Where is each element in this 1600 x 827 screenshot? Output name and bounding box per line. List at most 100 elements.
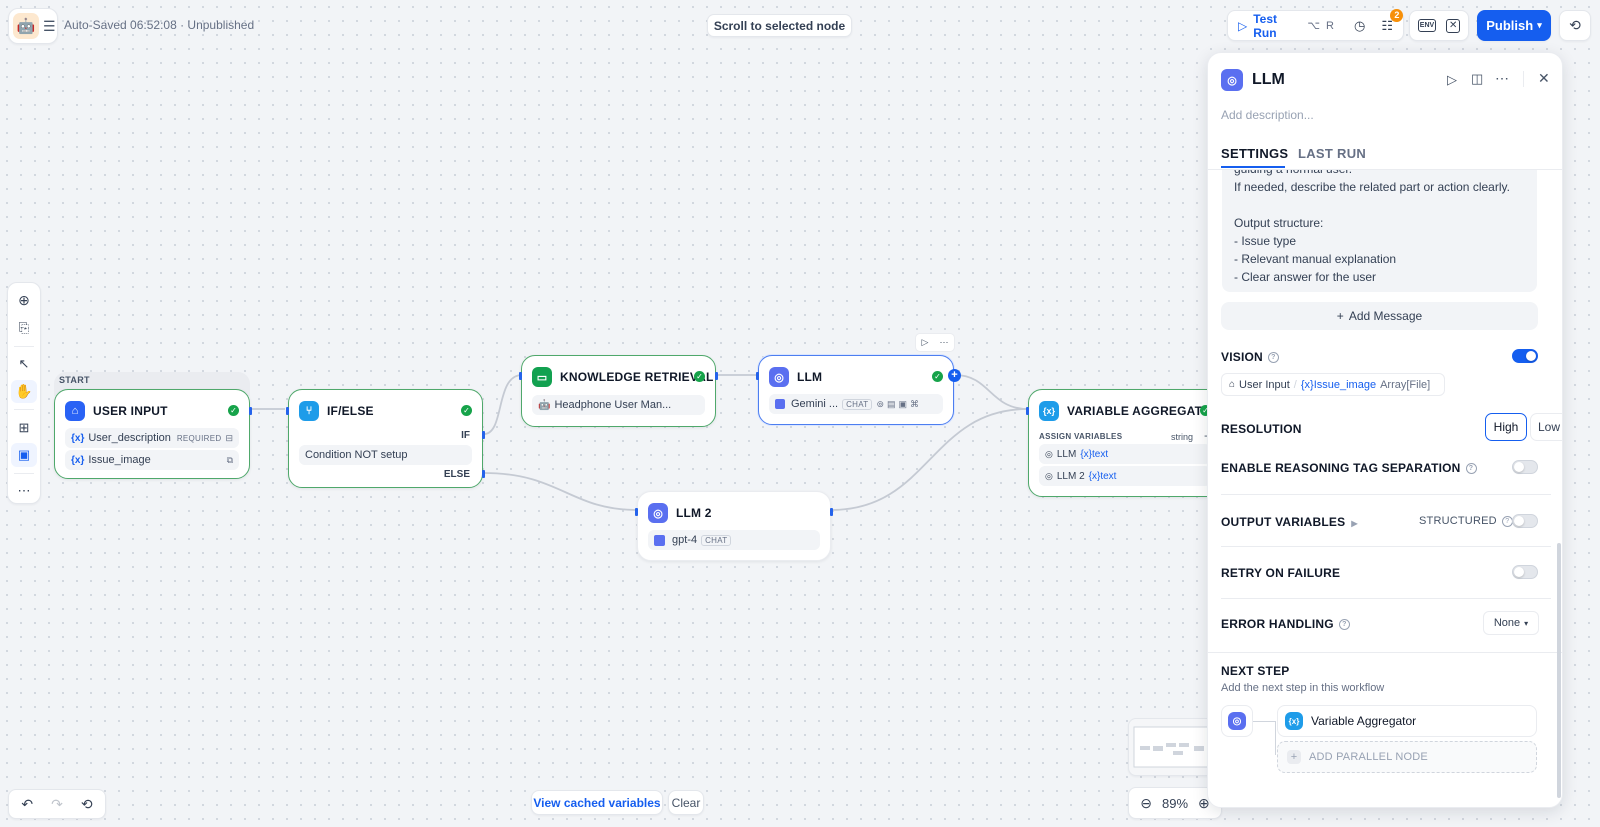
- shortcut-r: R: [1326, 19, 1334, 32]
- close-icon[interactable]: ✕: [1538, 70, 1550, 86]
- output-handle[interactable]: [715, 372, 718, 380]
- zoom-in-icon[interactable]: ⊕: [1198, 794, 1210, 811]
- error-handling-select[interactable]: None ▾: [1483, 611, 1539, 635]
- history-icon: ⟲: [1569, 17, 1581, 33]
- knowledge-retrieval-node[interactable]: ▭ KNOWLEDGE RETRIEVAL ✓ 🤖 Headphone User…: [519, 355, 718, 427]
- scroll-to-selected-button[interactable]: Scroll to selected node: [707, 14, 852, 37]
- pointer-icon[interactable]: ↖: [18, 356, 30, 372]
- node-title: IF/ELSE: [327, 404, 374, 418]
- help-icon: ?: [1267, 352, 1279, 364]
- model-chip: Gemini ... CHAT ⊚▤▣⌘: [769, 394, 943, 414]
- hand-icon[interactable]: ✋: [11, 379, 37, 404]
- next-node-item[interactable]: {x} Variable Aggregator: [1277, 705, 1537, 737]
- if-else-node[interactable]: ⑂ IF/ELSE ✓ IF Condition NOT setup ELSE: [286, 389, 485, 488]
- clear-button[interactable]: Clear: [668, 790, 704, 815]
- chevron-down-icon: ▾: [1537, 20, 1542, 30]
- input-handle[interactable]: [756, 372, 759, 380]
- success-check-icon: ✓: [461, 405, 472, 416]
- divider: [1523, 71, 1524, 87]
- menu-icon[interactable]: ☰: [43, 17, 56, 34]
- run-step-icon[interactable]: ▷: [1447, 72, 1457, 87]
- description-input[interactable]: Add description...: [1221, 108, 1314, 122]
- organize-blocks-icon[interactable]: ⊞: [18, 419, 30, 435]
- app-logo[interactable]: 🤖 ☰: [8, 8, 58, 44]
- zoom-out-icon[interactable]: ⊖: [1140, 794, 1152, 811]
- variable-aggregator-node[interactable]: {x} VARIABLE AGGREGATOR ✓ ASSIGN VARIABL…: [1026, 389, 1222, 497]
- file-type-icon: ⧉: [226, 454, 233, 465]
- else-handle[interactable]: [482, 470, 485, 478]
- branch-icon: ⑂: [299, 401, 319, 421]
- history-clock-icon[interactable]: ◷: [1354, 17, 1366, 33]
- vision-toggle[interactable]: [1512, 349, 1538, 363]
- more-icon[interactable]: ⋯: [939, 337, 949, 347]
- more-icon[interactable]: ⋯: [1495, 70, 1509, 86]
- user-input-node[interactable]: ⌂ USER INPUT ✓ {x} User_description REQU…: [54, 389, 252, 479]
- next-node-name: Variable Aggregator: [1311, 714, 1417, 728]
- checklist-icon[interactable]: ☷ 2: [1381, 8, 1404, 34]
- run-node-icon[interactable]: ▷: [921, 337, 929, 347]
- mode-tag: CHAT: [701, 534, 732, 546]
- undo-icon[interactable]: ↶: [21, 795, 34, 812]
- success-check-icon: ✓: [1200, 405, 1211, 416]
- panel-scrollbar[interactable]: [1557, 543, 1561, 798]
- node-header: ⑂ IF/ELSE ✓: [299, 400, 472, 422]
- node-title: USER INPUT: [93, 404, 168, 418]
- chevron-down-icon: ▾: [1524, 618, 1529, 628]
- node-title: VARIABLE AGGREGATOR: [1067, 404, 1221, 418]
- publish-button[interactable]: Publish ▾: [1477, 10, 1551, 41]
- vision-variable-selector[interactable]: ⌂ User Input / {x}Issue_image Array[File…: [1221, 373, 1445, 396]
- output-variables-label[interactable]: OUTPUT VARIABLES▶: [1221, 515, 1358, 529]
- version-history-button[interactable]: ⟲: [1559, 10, 1591, 41]
- variable-name: User_description: [88, 432, 171, 444]
- split-view-icon[interactable]: ◫: [1471, 71, 1484, 86]
- tab-last-run[interactable]: LAST RUN: [1298, 146, 1367, 161]
- more-icon[interactable]: ⋯: [17, 483, 31, 499]
- retry-toggle[interactable]: [1512, 565, 1538, 579]
- add-next-node-icon[interactable]: +: [948, 369, 961, 382]
- success-check-icon: ✓: [228, 405, 239, 416]
- structured-toggle[interactable]: [1512, 514, 1538, 528]
- add-node-icon[interactable]: ⊕: [18, 292, 30, 309]
- resolution-high-option[interactable]: High: [1485, 413, 1527, 441]
- source-variable: {x}text: [1088, 470, 1117, 482]
- input-handle[interactable]: [635, 508, 638, 516]
- aggregated-variable-row: ◎ LLM 2 {x}text: [1039, 466, 1211, 486]
- plus-icon: +: [1336, 309, 1344, 323]
- history-icon[interactable]: ⟲: [80, 795, 93, 812]
- add-parallel-node-button[interactable]: + ADD PARALLEL NODE: [1277, 741, 1537, 773]
- minimap[interactable]: [1128, 718, 1220, 776]
- toolbar-divider: [14, 409, 34, 411]
- test-run-button[interactable]: Test Run: [1253, 11, 1278, 40]
- input-handle[interactable]: [519, 372, 522, 380]
- add-message-button[interactable]: + Add Message: [1221, 302, 1538, 330]
- env-icon[interactable]: ENV: [1417, 19, 1437, 32]
- output-handle[interactable]: [830, 508, 833, 516]
- node-title: KNOWLEDGE RETRIEVAL: [560, 370, 714, 384]
- prompt-line: If needed, describe the related part or …: [1234, 180, 1510, 194]
- add-message-label: Add Message: [1348, 309, 1423, 323]
- prompt-editor[interactable]: guiding a normal user. If needed, descri…: [1222, 170, 1537, 292]
- view-cached-variables-button[interactable]: View cached variables: [531, 790, 663, 815]
- llm-icon: ◎: [648, 503, 668, 523]
- redo-icon[interactable]: ↷: [51, 795, 63, 812]
- reasoning-toggle[interactable]: [1512, 460, 1538, 474]
- resolution-low-option[interactable]: Low: [1530, 413, 1562, 441]
- output-handle[interactable]: [249, 407, 252, 415]
- minimap-toggle-icon[interactable]: ▣: [11, 443, 37, 467]
- tab-settings[interactable]: SETTINGS: [1221, 146, 1289, 161]
- source-type: Array[File]: [1380, 378, 1431, 391]
- resolution-label: RESOLUTION: [1221, 422, 1302, 436]
- node-header: ◎ LLM ✓: [769, 366, 943, 388]
- input-handle[interactable]: [1026, 407, 1029, 415]
- if-handle[interactable]: [482, 431, 485, 439]
- gemini-icon: [775, 399, 785, 409]
- zoom-level[interactable]: 89%: [1161, 795, 1189, 811]
- add-note-icon[interactable]: ⎘: [18, 319, 30, 335]
- next-step-title: NEXT STEP: [1221, 664, 1290, 678]
- llm-node[interactable]: ◎ LLM ✓ Gemini ... CHAT ⊚▤▣⌘ +: [756, 355, 961, 425]
- panel-title: LLM: [1252, 71, 1285, 88]
- llm2-node[interactable]: ◎ LLM 2 gpt-4 CHAT: [635, 491, 833, 561]
- variable-icon[interactable]: ✕: [1446, 18, 1461, 33]
- dataset-name: Headphone User Man...: [554, 399, 672, 411]
- input-handle[interactable]: [286, 407, 289, 415]
